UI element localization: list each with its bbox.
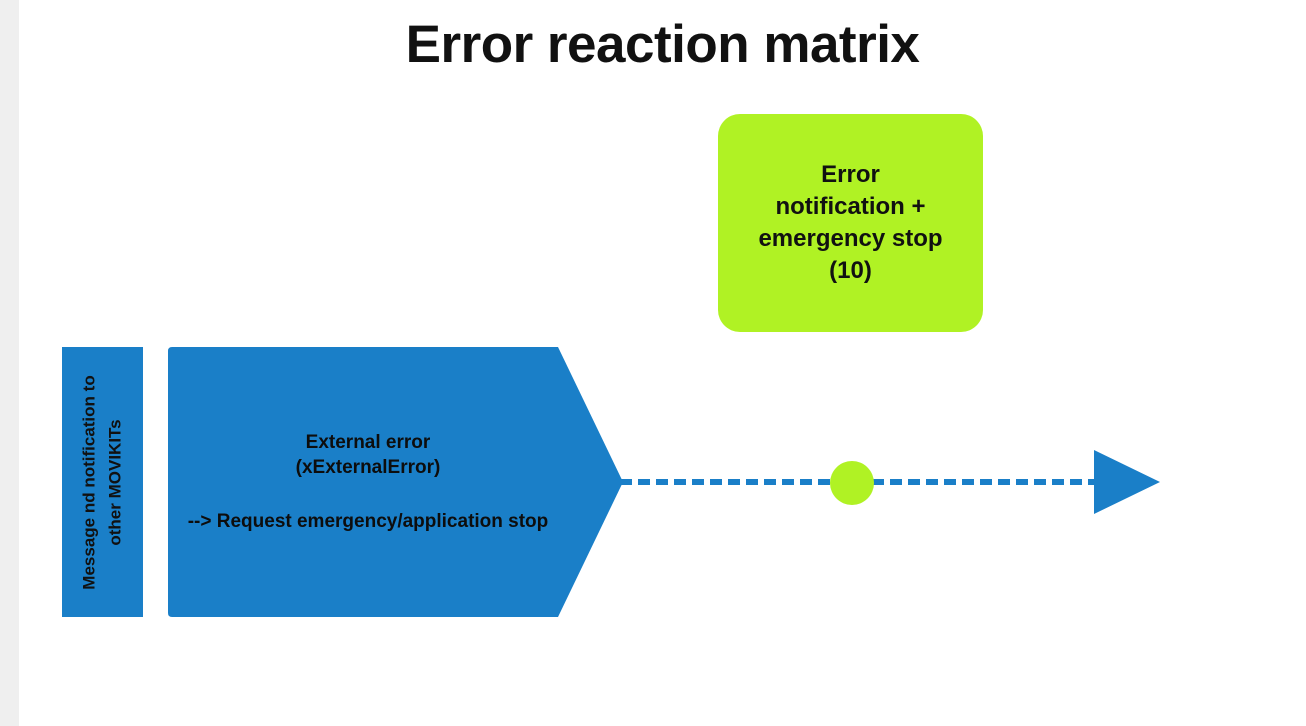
left-gutter-strip bbox=[0, 0, 19, 726]
chevron-shape bbox=[168, 347, 623, 617]
message-notification-bar[interactable]: Message nd notification to other MOVIKIT… bbox=[62, 347, 143, 617]
arrow-right-icon bbox=[1094, 450, 1160, 514]
message-notification-bar-label: Message nd notification to other MOVIKIT… bbox=[77, 375, 128, 589]
green-box-line-1: Error bbox=[821, 161, 880, 189]
green-box-line-4: (10) bbox=[829, 256, 872, 284]
green-reaction-box-label: Error notification + emergency stop (10) bbox=[758, 159, 942, 287]
page-title: Error reaction matrix bbox=[405, 15, 920, 74]
connector-node-dot[interactable] bbox=[830, 461, 874, 505]
green-box-line-3: emergency stop bbox=[758, 225, 943, 252]
arrow-right-glyph bbox=[1094, 450, 1160, 514]
green-box-line-2: notification + bbox=[775, 193, 926, 221]
side-bar-line-1: Message nd notification to bbox=[80, 374, 99, 590]
external-error-chevron[interactable]: External error (xExternalError) --> Requ… bbox=[168, 347, 623, 617]
side-bar-line-2: other MOVIKITs bbox=[105, 418, 125, 546]
green-reaction-box[interactable]: Error notification + emergency stop (10) bbox=[718, 114, 983, 332]
